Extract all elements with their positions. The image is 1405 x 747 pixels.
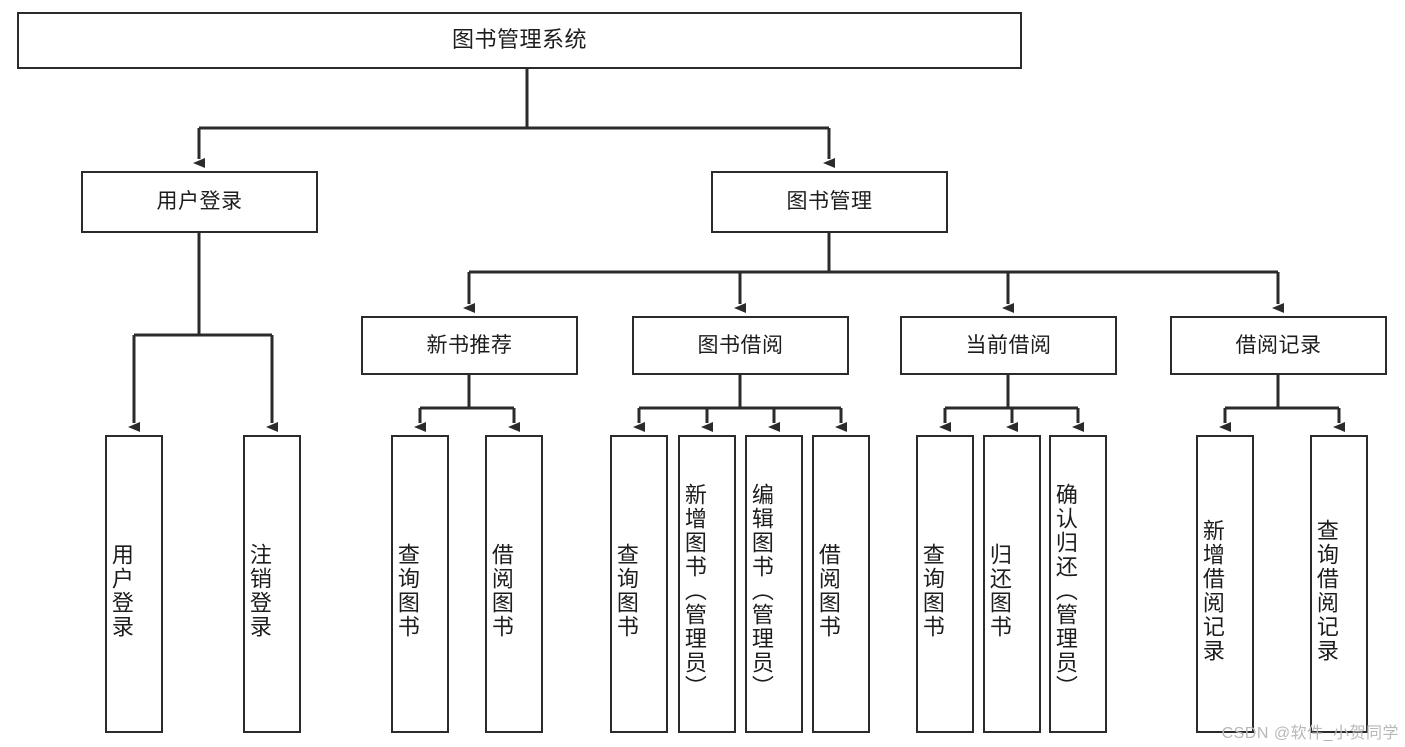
node-leaf-query-record-label: 查询借阅记录 [1313, 519, 1339, 663]
node-leaf-add-record-label: 新增借阅记录 [1199, 519, 1225, 663]
node-leaf-query-book-1[interactable]: 查询图书 [391, 435, 449, 733]
node-root-label: 图书管理系统 [451, 27, 587, 53]
node-leaf-return-book-label: 归还图书 [986, 543, 1012, 639]
node-leaf-query-record[interactable]: 查询借阅记录 [1310, 435, 1368, 733]
node-leaf-user-login-label: 用户登录 [108, 543, 134, 639]
node-borrow-record-label: 借阅记录 [1235, 333, 1322, 357]
node-current-borrow[interactable]: 当前借阅 [900, 316, 1117, 375]
node-leaf-confirm-return-label: 确认归还（管理员） [1052, 483, 1078, 699]
node-leaf-query-book-2-label: 查询图书 [613, 543, 639, 639]
node-book-borrow[interactable]: 图书借阅 [632, 316, 849, 375]
csdn-watermark: CSDN @软件_小贺同学 [1221, 725, 1399, 742]
node-new-book-recommend[interactable]: 新书推荐 [361, 316, 578, 375]
node-book-manage[interactable]: 图书管理 [711, 171, 948, 233]
node-leaf-add-book-label: 新增图书（管理员） [681, 483, 707, 699]
node-leaf-add-book[interactable]: 新增图书（管理员） [678, 435, 736, 733]
node-book-manage-label: 图书管理 [786, 190, 873, 214]
node-new-book-recommend-label: 新书推荐 [426, 333, 513, 357]
node-leaf-query-book-2[interactable]: 查询图书 [610, 435, 668, 733]
node-current-borrow-label: 当前借阅 [965, 333, 1052, 357]
node-root[interactable]: 图书管理系统 [17, 12, 1022, 69]
node-leaf-user-login[interactable]: 用户登录 [105, 435, 163, 733]
node-leaf-query-book-3[interactable]: 查询图书 [916, 435, 974, 733]
node-leaf-borrow-book-1[interactable]: 借阅图书 [485, 435, 543, 733]
node-leaf-borrow-book-1-label: 借阅图书 [488, 543, 514, 639]
node-leaf-edit-book[interactable]: 编辑图书（管理员） [745, 435, 803, 733]
node-leaf-logout[interactable]: 注销登录 [243, 435, 301, 733]
node-leaf-return-book[interactable]: 归还图书 [983, 435, 1041, 733]
node-leaf-borrow-book-2-label: 借阅图书 [815, 543, 841, 639]
node-leaf-query-book-3-label: 查询图书 [919, 543, 945, 639]
node-user-login-label: 用户登录 [156, 190, 243, 214]
node-leaf-logout-label: 注销登录 [246, 543, 272, 639]
node-leaf-borrow-book-2[interactable]: 借阅图书 [812, 435, 870, 733]
node-leaf-add-record[interactable]: 新增借阅记录 [1196, 435, 1254, 733]
node-leaf-confirm-return[interactable]: 确认归还（管理员） [1049, 435, 1107, 733]
node-leaf-query-book-1-label: 查询图书 [394, 543, 420, 639]
node-book-borrow-label: 图书借阅 [697, 333, 784, 357]
node-leaf-edit-book-label: 编辑图书（管理员） [748, 483, 774, 699]
node-user-login[interactable]: 用户登录 [81, 171, 318, 233]
node-borrow-record[interactable]: 借阅记录 [1170, 316, 1387, 375]
